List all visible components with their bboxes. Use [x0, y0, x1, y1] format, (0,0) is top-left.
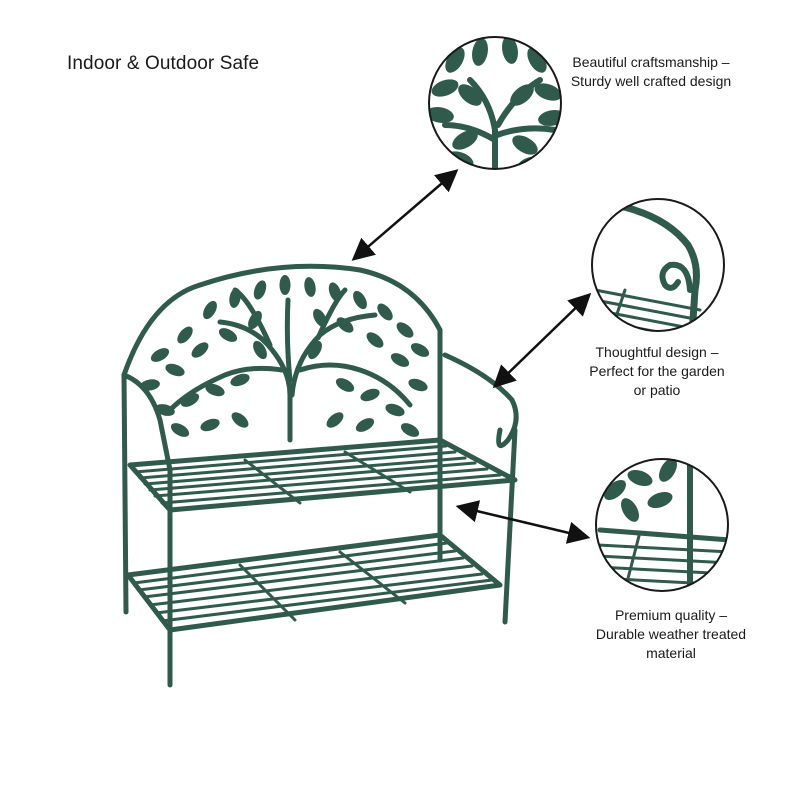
caption-line: or patio	[633, 382, 681, 398]
upper-shelf	[127, 437, 518, 531]
detail-circle-shelf	[595, 458, 729, 592]
feature-caption-design: Thoughtful design – Perfect for the gard…	[572, 343, 742, 400]
detail-circle-armrest	[591, 198, 725, 332]
caption-line: Durable weather treated	[595, 626, 747, 642]
caption-line: material	[646, 645, 696, 661]
detail-circle-leaves	[428, 36, 562, 170]
bench	[121, 263, 519, 688]
leaf-icon	[139, 275, 432, 440]
caption-line: Thoughtful design –	[595, 344, 719, 360]
callout-arrows	[351, 169, 592, 544]
caption-line: Sturdy well crafted design	[570, 73, 732, 89]
feature-caption-craftsmanship: Beautiful craftsmanship – Sturdy well cr…	[556, 53, 746, 91]
headline: Indoor & Outdoor Safe	[67, 53, 260, 74]
arrow-to-shelf	[455, 500, 591, 544]
caption-line: Perfect for the garden	[589, 363, 725, 379]
caption-line: Beautiful craftsmanship –	[572, 54, 730, 70]
lower-shelf	[125, 532, 503, 633]
arrow-to-backrest	[351, 169, 459, 261]
feature-caption-quality: Premium quality – Durable weather treate…	[580, 606, 762, 663]
arrow-to-armrest	[492, 292, 592, 389]
caption-line: Premium quality –	[614, 607, 728, 623]
